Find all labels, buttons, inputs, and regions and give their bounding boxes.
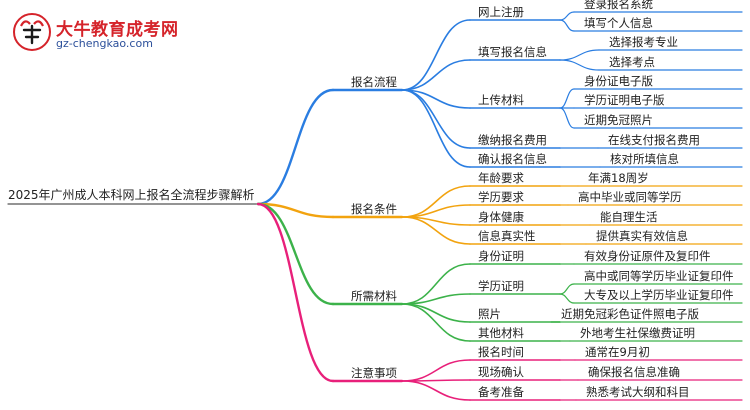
leaf-item: 选择考点 [609, 55, 655, 69]
leaf-connector [559, 293, 575, 304]
subtopic-connector [401, 89, 471, 168]
leaf-connector [559, 19, 575, 32]
subtopic: 现场确认 [478, 365, 524, 379]
branch-topic: 报名流程 [351, 75, 397, 89]
subtopic-connector [401, 263, 471, 305]
leaf-connector [559, 88, 575, 109]
subtopic-connector [401, 303, 471, 342]
subtopic-connector [401, 19, 471, 91]
subtopic: 信息真实性 [478, 229, 536, 243]
branch-connector [256, 202, 335, 219]
subtopic: 报名时间 [478, 345, 524, 359]
subtopic: 填写报名信息 [478, 45, 547, 59]
leaf-connector [559, 59, 600, 71]
root-topic: 2025年广州成人本科网上报名全流程步骤解析 [8, 188, 255, 202]
leaf-connector [559, 49, 600, 61]
leaf-item: 在线支付报名费用 [608, 133, 700, 147]
leaf-item: 外地考生社保缴费证明 [580, 326, 695, 340]
subtopic-connector [401, 359, 471, 382]
leaf-connector [559, 107, 575, 129]
leaf-item: 近期免冠照片 [584, 113, 653, 127]
subtopic-connector [401, 303, 471, 323]
subtopic: 备考准备 [478, 385, 524, 399]
leaf-item: 通常在9月初 [585, 345, 650, 359]
subtopic: 缴纳报名费用 [478, 133, 547, 147]
leaf-item: 年满18周岁 [588, 171, 649, 185]
leaf-item: 学历证明电子版 [584, 93, 665, 107]
leaf-connector [559, 283, 575, 295]
branch-connector [256, 88, 335, 206]
leaf-item: 熟悉考试大纲和科目 [586, 385, 690, 399]
branch-connector [256, 202, 335, 383]
leaf-item: 高中毕业或同等学历 [578, 190, 682, 204]
subtopic-connector [401, 89, 471, 109]
subtopic: 身份证明 [478, 249, 524, 263]
leaf-connector [559, 11, 575, 21]
branch-topic: 报名条件 [351, 202, 397, 216]
leaf-item: 近期免冠彩色证件照电子版 [561, 307, 699, 321]
branch-topic: 注意事项 [351, 366, 397, 380]
subtopic: 年龄要求 [478, 171, 524, 185]
leaf-item: 有效身份证原件及复印件 [584, 249, 711, 263]
leaf-item: 确保报名信息准确 [588, 365, 680, 379]
branch-topic: 所需材料 [351, 289, 397, 303]
subtopic: 确认报名信息 [478, 152, 547, 166]
subtopic: 上传材料 [478, 93, 524, 107]
leaf-item: 大专及以上学历毕业证复印件 [584, 288, 734, 302]
leaf-item: 能自理生活 [600, 210, 658, 224]
subtopic: 学历要求 [478, 190, 524, 204]
subtopic: 学历证明 [478, 279, 524, 293]
leaf-item: 高中或同等学历毕业证复印件 [584, 269, 734, 283]
site-logo[interactable]: 大牛教育成考网 gz-chengkao.com [8, 6, 208, 54]
subtopic: 其他材料 [478, 326, 524, 340]
subtopic: 照片 [478, 307, 501, 321]
leaf-item: 身份证电子版 [584, 74, 653, 88]
leaf-item: 提供真实有效信息 [596, 229, 688, 243]
subtopic-connector [401, 185, 471, 218]
leaf-item: 选择报考专业 [609, 35, 678, 49]
leaf-item: 填写个人信息 [584, 16, 653, 30]
subtopic-connector [401, 380, 471, 401]
bull-logo-icon [13, 13, 51, 51]
subtopic-connector [401, 59, 471, 91]
site-url[interactable]: gz-chengkao.com [56, 37, 153, 50]
subtopic-connector [401, 216, 471, 245]
leaf-item: 核对所填信息 [610, 152, 679, 166]
subtopic: 身体健康 [478, 210, 524, 224]
leaf-item: 登录报名系统 [584, 0, 653, 11]
site-title: 大牛教育成考网 [56, 20, 179, 40]
branch-connector [256, 202, 335, 306]
subtopic: 网上注册 [478, 5, 524, 19]
